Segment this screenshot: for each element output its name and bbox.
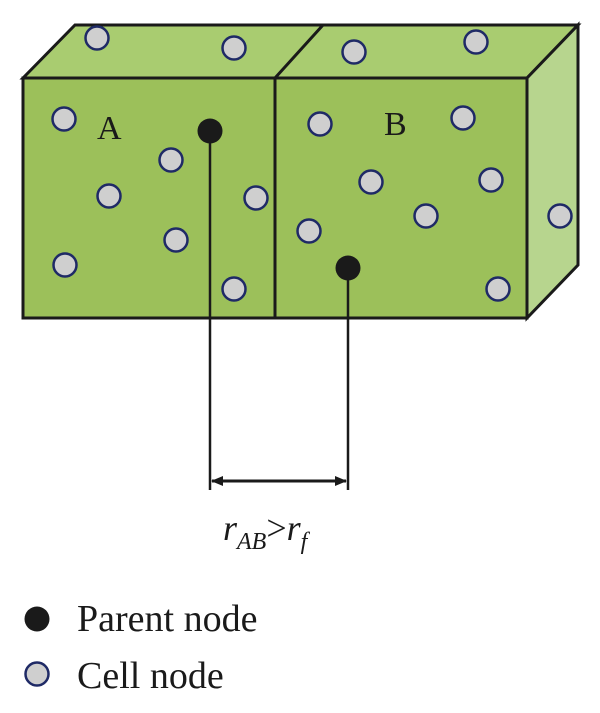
legend: Parent node Cell node (24, 598, 257, 697)
region-label-b: B (384, 106, 407, 143)
cell-node (96, 183, 122, 209)
distance-label-sub-f: f (301, 529, 311, 555)
cell-node (413, 203, 439, 229)
legend-cell-icon (24, 661, 50, 687)
cell-node (158, 147, 184, 173)
cell-node (485, 276, 511, 302)
cell-node (341, 39, 367, 65)
cell-node (51, 106, 77, 132)
legend-parent-label: Parent node (77, 598, 257, 640)
cell-node (221, 35, 247, 61)
region-divider-top (273, 23, 325, 80)
cell-node (52, 252, 78, 278)
cell-node (478, 167, 504, 193)
region-label-a: A (97, 110, 122, 147)
cell-nodes (51, 25, 573, 302)
legend-cell-label: Cell node (77, 655, 224, 697)
cell-node (358, 169, 384, 195)
cell-node (450, 105, 476, 131)
distance-label-r2: r (287, 508, 302, 548)
cell-node (84, 25, 110, 51)
cell-node (463, 29, 489, 55)
distance-label-sub-ab: AB (235, 529, 267, 555)
distance-label-gt: > (266, 508, 286, 548)
cell-node (243, 185, 269, 211)
legend-parent-icon (24, 606, 50, 632)
cell-node (163, 227, 189, 253)
cell-node (307, 111, 333, 137)
cell-node (221, 276, 247, 302)
distance-label: rAB>rf (223, 508, 311, 555)
box-side-face (525, 21, 580, 322)
cell-node (296, 218, 322, 244)
cell-node (547, 203, 573, 229)
distance-label-r: r (223, 508, 238, 548)
